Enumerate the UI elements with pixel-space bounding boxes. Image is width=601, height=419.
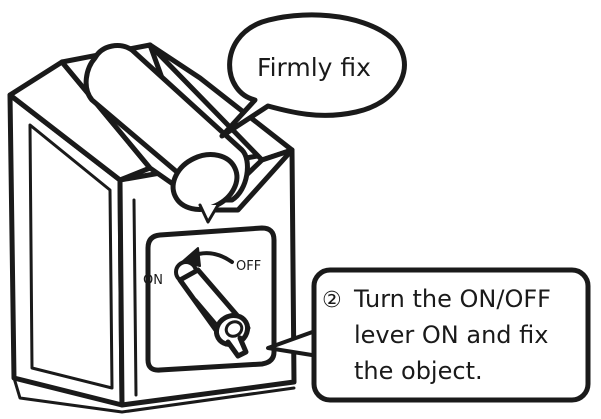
instruction-line-1: Turn the ON/OFF [353,285,551,313]
lever-knob-stem [225,335,249,359]
speech-bubble-outline [219,12,407,139]
instruction-line-2: lever ON and fix [354,321,548,349]
speech-bubble [219,12,407,139]
speech-bubble-text: Firmly fix [257,53,371,82]
instruction-box-frame [311,267,591,403]
on-off-lever [174,260,251,359]
v-block-left-bevel [28,123,114,390]
cylinder-object [83,43,250,224]
lever-label-on: ON [143,273,163,288]
instruction-step-marker: ② [322,288,342,313]
v-block-front-edge [132,198,138,397]
instruction-callout [266,267,591,403]
cylinder-tip [198,203,220,224]
instruction-line-3: the object. [354,357,483,385]
v-block-base-rim [12,376,296,414]
lever-label-off: OFF [236,259,261,274]
lever-knob-face [224,320,244,338]
